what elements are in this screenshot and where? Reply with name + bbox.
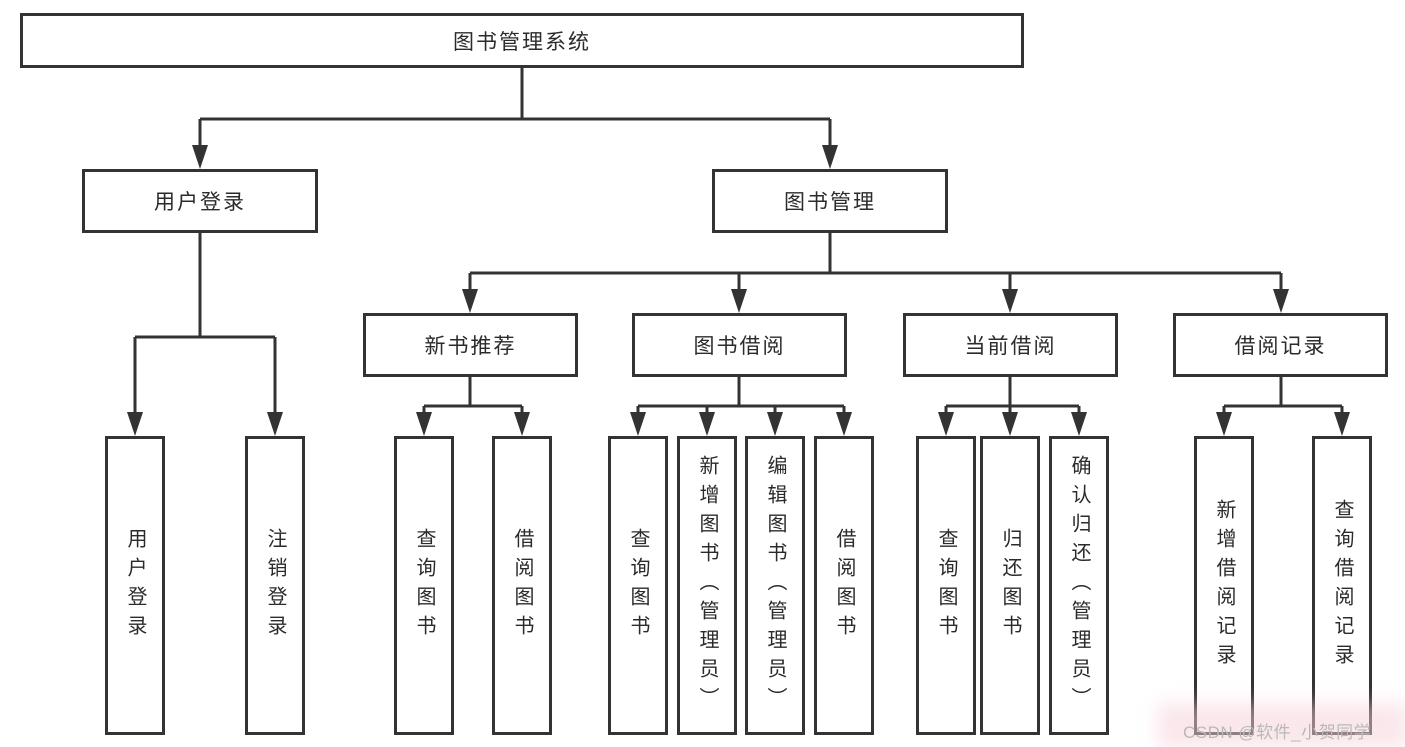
arrowhead [1216,412,1232,436]
leaf-logout-label: 注销登录 [264,527,286,644]
connector-user-login-children [133,233,277,412]
node-borrow-record-label: 借阅记录 [1234,335,1327,358]
node-user-login: 用户登录 [82,169,318,233]
arrowhead [938,412,954,436]
leaf-borrow-borrow-book-label: 借阅图书 [833,527,855,644]
arrowhead [731,289,747,313]
arrowhead [192,145,208,169]
arrowhead [822,145,838,169]
node-book-management-label: 图书管理 [784,191,876,214]
arrowhead [127,412,143,436]
connector-borrow-record-children [1222,377,1344,412]
leaf-newbook-query-book-label: 查询图书 [413,527,435,644]
arrowhead [514,412,530,436]
node-new-book-recommend: 新书推荐 [363,313,578,377]
arrowhead [416,412,432,436]
leaf-borrow-borrow-book: 借阅图书 [814,436,874,735]
arrowhead [1273,289,1289,313]
leaf-user-login-label: 用户登录 [124,527,146,644]
leaf-borrow-edit-book-admin-label: 编辑图书（管理员） [764,455,786,716]
node-current-borrow: 当前借阅 [903,313,1118,377]
leaf-record-query-label: 查询借阅记录 [1331,498,1353,673]
node-user-login-label: 用户登录 [154,191,246,214]
connector-root-level1 [198,68,832,145]
leaf-current-return-book: 归还图书 [980,436,1040,735]
leaf-borrow-query-book-label: 查询图书 [627,527,649,644]
node-root-label: 图书管理系统 [453,30,591,54]
arrowhead [767,412,783,436]
arrowhead [1071,412,1087,436]
leaf-newbook-query-book: 查询图书 [394,436,454,735]
watermark: CSDN @软件_小贺同学 [1183,723,1372,742]
leaf-user-login: 用户登录 [105,436,165,735]
leaf-borrow-edit-book-admin: 编辑图书（管理员） [745,436,805,735]
leaf-newbook-borrow-book-label: 借阅图书 [511,527,533,644]
connector-current-borrow-children [944,377,1081,412]
leaf-borrow-add-book-admin-label: 新增图书（管理员） [696,455,718,716]
leaf-logout: 注销登录 [245,436,305,735]
connector-book-management-level2 [468,233,1283,289]
arrowhead [1334,412,1350,436]
node-new-book-recommend-label: 新书推荐 [424,335,517,358]
leaf-record-add-label: 新增借阅记录 [1213,498,1235,673]
connector-book-borrow-children [636,377,846,412]
leaf-newbook-borrow-book: 借阅图书 [492,436,552,735]
node-current-borrow-label: 当前借阅 [964,335,1057,358]
leaf-current-query-book: 查询图书 [916,436,976,735]
arrowhead [630,412,646,436]
leaf-current-confirm-return-admin-label: 确认归还（管理员） [1068,455,1090,716]
leaf-borrow-add-book-admin: 新增图书（管理员） [677,436,737,735]
leaf-borrow-query-book: 查询图书 [608,436,668,735]
node-book-borrow-label: 图书借阅 [693,335,786,358]
connector-new-book-children [422,377,524,412]
arrowhead [836,412,852,436]
watermark-tint [1158,703,1405,747]
leaf-current-return-book-label: 归还图书 [999,527,1021,644]
leaf-record-add: 新增借阅记录 [1194,436,1254,735]
node-borrow-record: 借阅记录 [1173,313,1388,377]
arrowhead [462,289,478,313]
arrowhead [1002,289,1018,313]
node-book-management: 图书管理 [712,169,948,233]
leaf-current-query-book-label: 查询图书 [935,527,957,644]
leaf-record-query: 查询借阅记录 [1312,436,1372,735]
node-book-borrow: 图书借阅 [632,313,847,377]
arrowhead [1002,412,1018,436]
arrowhead [267,412,283,436]
node-root: 图书管理系统 [20,13,1024,68]
leaf-current-confirm-return-admin: 确认归还（管理员） [1049,436,1109,735]
arrowhead [699,412,715,436]
